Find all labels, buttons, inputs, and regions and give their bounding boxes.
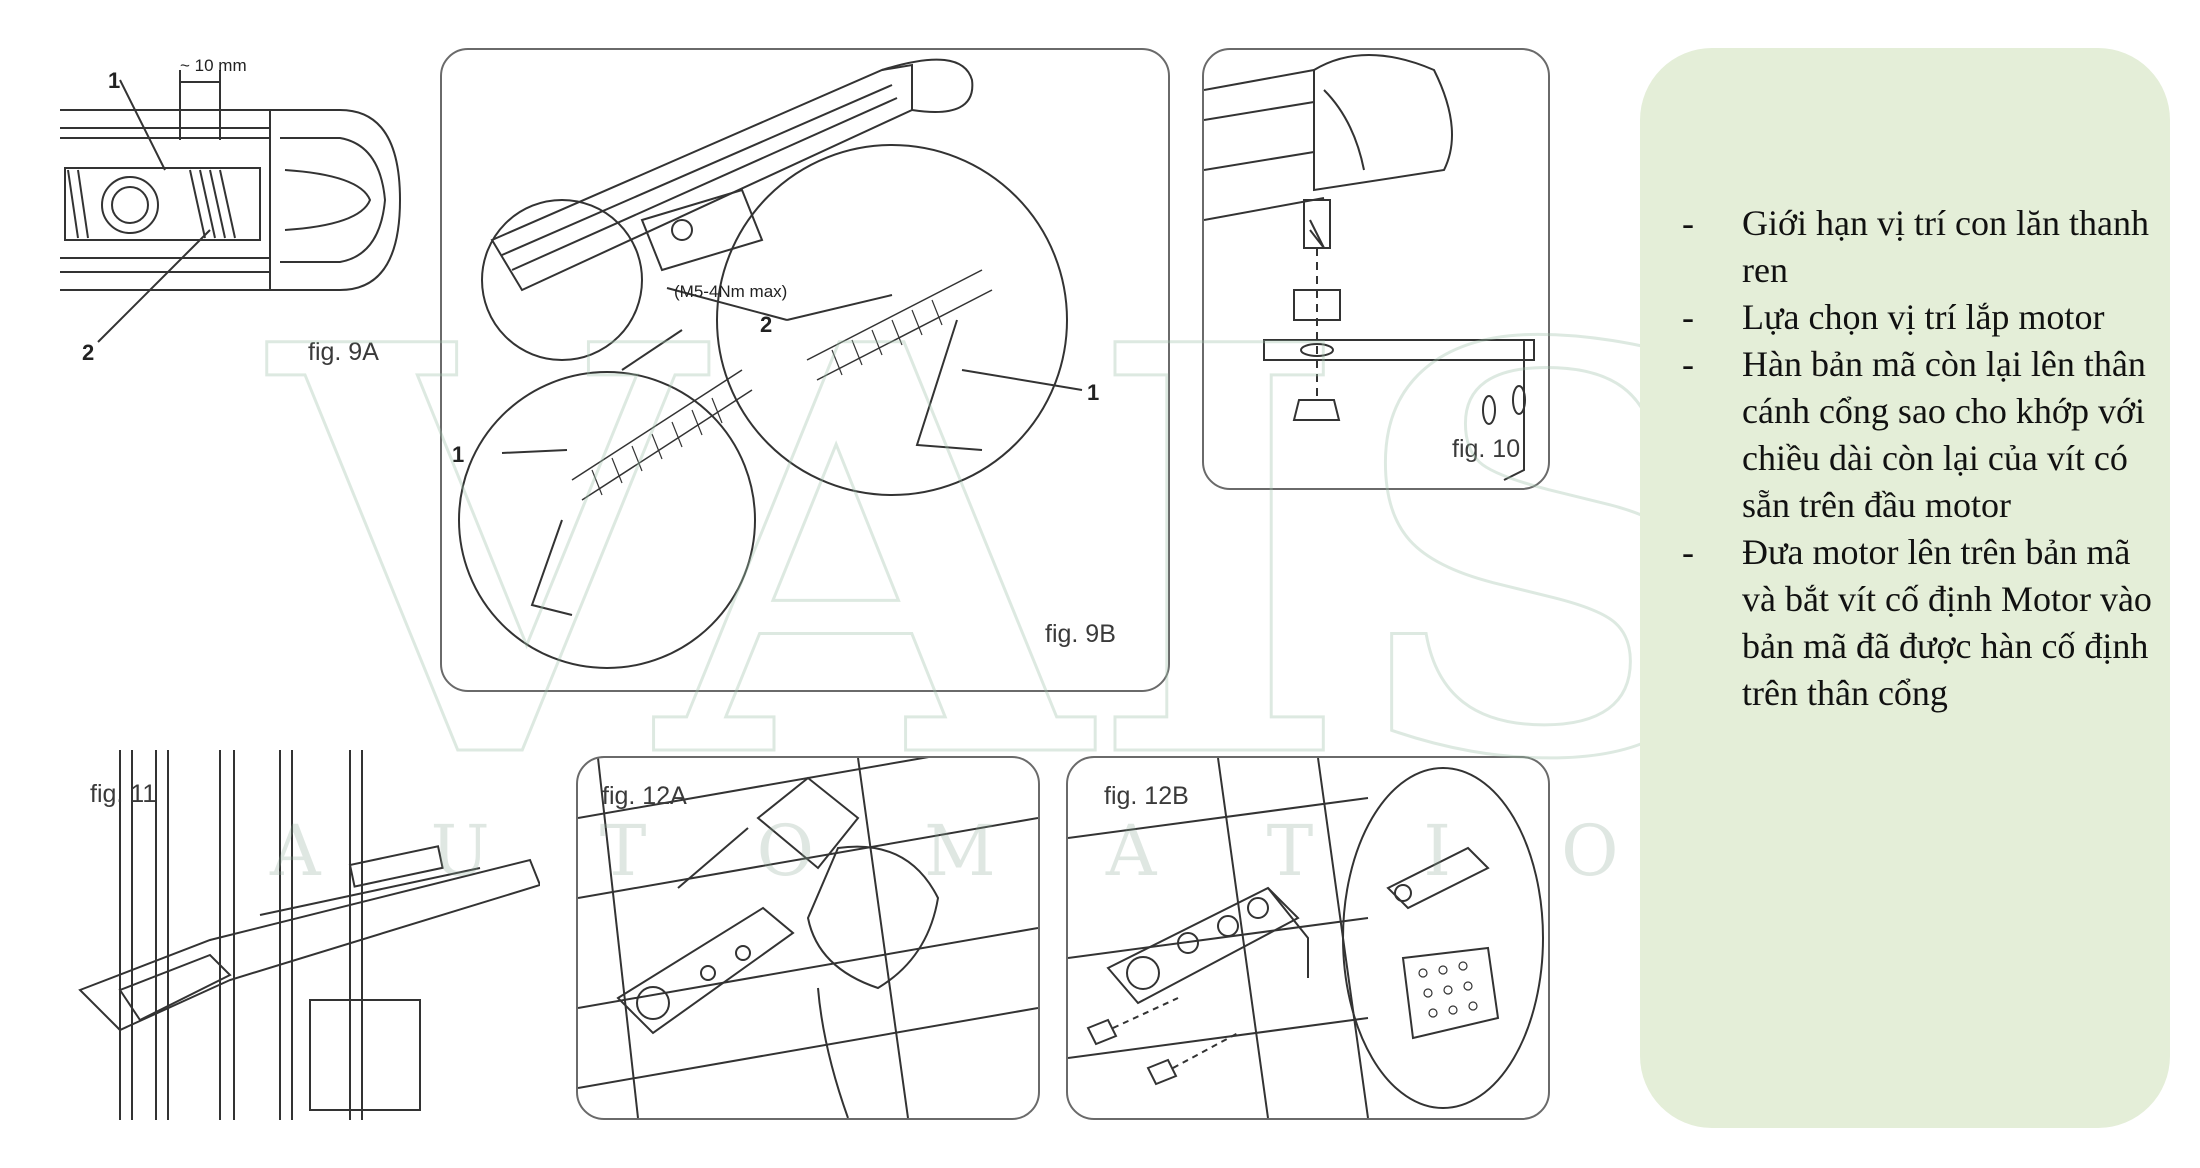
callout-1: 1 — [108, 68, 121, 93]
instruction-item: Lựa chọn vị trí lắp motor — [1682, 294, 2152, 341]
figure-11-drawing — [78, 750, 540, 1120]
dimension-label: ~ 10 mm — [180, 56, 247, 75]
watermark-letter: O — [1561, 810, 1619, 892]
callout-2: 2 — [82, 340, 95, 365]
figure-9b-drawing — [458, 58, 1083, 669]
figure-9b: (M5-4Nm max) 2 1 1 fig. 9B — [440, 48, 1170, 692]
instruction-item: Đưa motor lên trên bản mã và bắt vít cố … — [1682, 529, 2152, 717]
figure-label: fig. 9B — [1045, 620, 1116, 648]
figure-12a: fig. 12A — [576, 756, 1040, 1120]
figure-12b-drawing — [1068, 758, 1544, 1118]
callout-2: 2 — [760, 312, 773, 337]
figure-10: fig. 10 — [1202, 48, 1550, 490]
instructions-panel: Giới hạn vị trí con lăn thanh ren Lựa ch… — [1640, 48, 2170, 1128]
figure-12a-drawing — [578, 758, 1038, 1118]
figure-label: fig. 9A — [308, 338, 379, 366]
figure-9a: ~ 10 mm 1 2 fig. 9A — [40, 50, 440, 380]
instruction-item: Hàn bản mã còn lại lên thân cánh cổng sa… — [1682, 341, 2152, 529]
instruction-item: Giới hạn vị trí con lăn thanh ren — [1682, 200, 2152, 294]
figure-9a-drawing — [60, 70, 402, 343]
figure-11: fig. 11 — [60, 740, 540, 1120]
figure-label: fig. 11 — [90, 780, 157, 808]
figure-10-drawing — [1204, 54, 1535, 481]
torque-label: (M5-4Nm max) — [674, 282, 788, 301]
figure-label: fig. 12B — [1104, 782, 1189, 810]
callout-1-left: 1 — [452, 442, 465, 467]
figure-label: fig. 10 — [1452, 435, 1521, 463]
figure-12b: fig. 12B — [1066, 756, 1550, 1120]
figure-label: fig. 12A — [602, 782, 687, 810]
callout-1-right: 1 — [1087, 380, 1100, 405]
instructions-list: Giới hạn vị trí con lăn thanh ren Lựa ch… — [1682, 200, 2152, 717]
